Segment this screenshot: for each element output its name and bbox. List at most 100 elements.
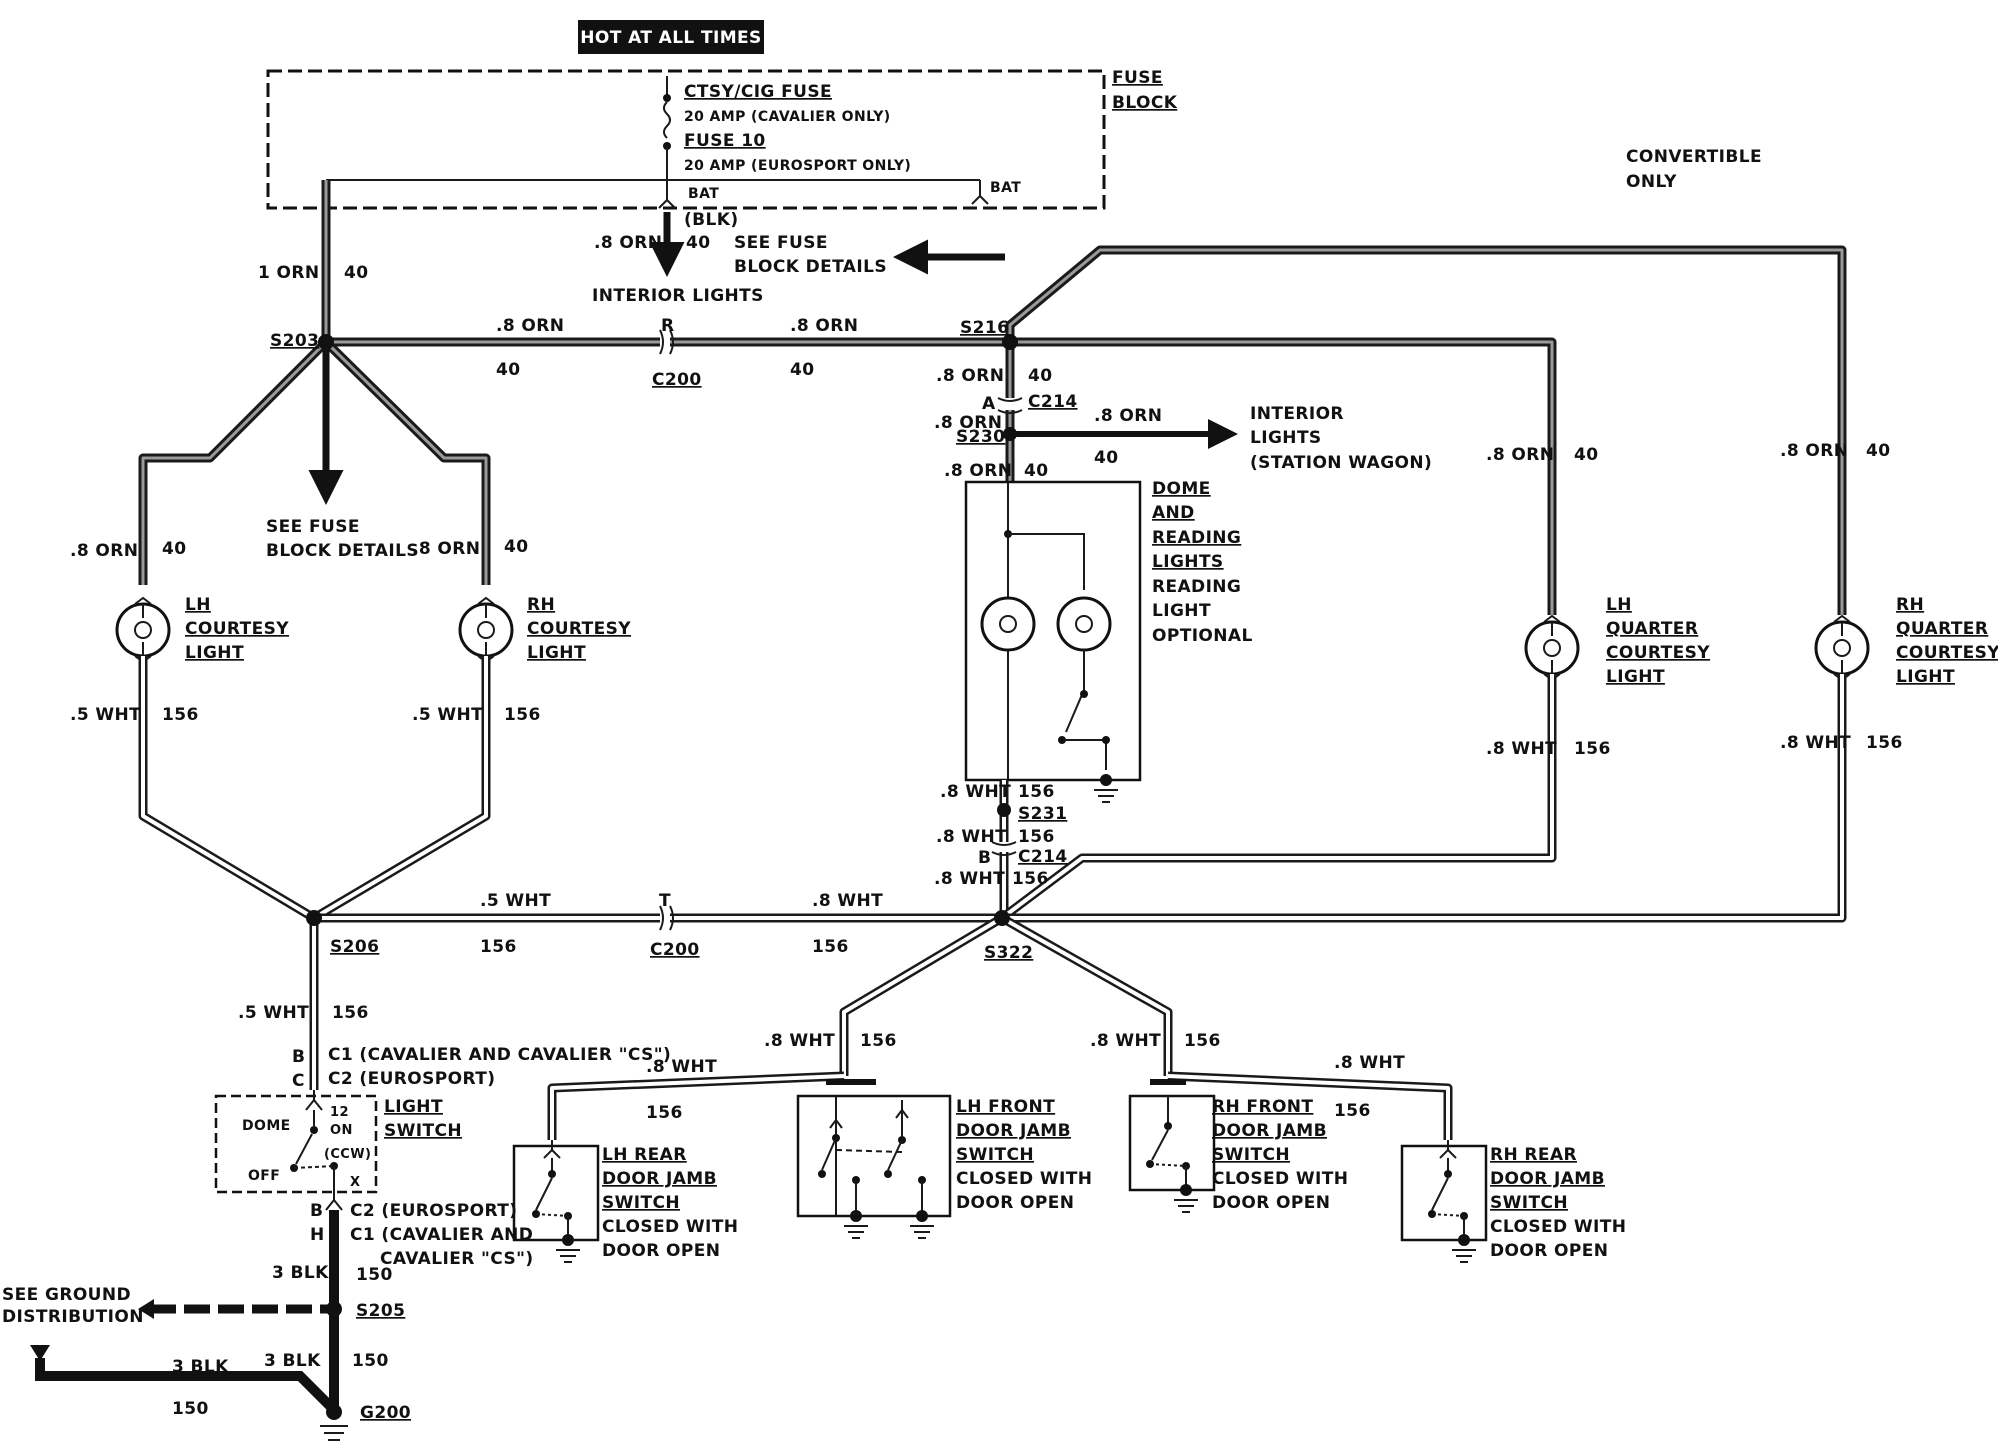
splice-s203	[318, 334, 334, 350]
svg-text:LH FRONT: LH FRONT	[956, 1097, 1055, 1117]
wire-label: 156	[646, 1103, 683, 1123]
fuse-block-label-1: FUSE	[1112, 68, 1163, 88]
wire-label: 3 BLK	[272, 1263, 329, 1283]
bat-label-2: BAT	[990, 180, 1021, 196]
splice-s322	[994, 910, 1010, 926]
wire-label: .8 WHT	[934, 869, 1005, 889]
svg-text:SWITCH: SWITCH	[1490, 1193, 1568, 1213]
wire-label: .5 WHT	[238, 1003, 309, 1023]
wire-label: 40	[790, 360, 814, 380]
s231-label: S231	[1018, 804, 1067, 824]
c2-eurosport-label: C2 (EUROSPORT)	[328, 1069, 495, 1089]
see-ground-1: SEE GROUND	[2, 1285, 131, 1305]
svg-text:QUARTER: QUARTER	[1896, 619, 1988, 639]
wire-label: 156	[332, 1003, 369, 1023]
wire-label: 40	[1094, 448, 1118, 468]
wire-label: 156	[1866, 733, 1903, 753]
g200-label: G200	[360, 1403, 411, 1423]
hot-label: HOT AT ALL TIMES	[580, 28, 761, 48]
wire-label: 156	[1012, 869, 1049, 889]
fuse2-rating: 20 AMP (EUROSPORT ONLY)	[684, 158, 911, 174]
c2-eurosport-label-2: C2 (EUROSPORT)	[350, 1201, 517, 1221]
wire-label: .8 ORN	[944, 461, 1012, 481]
interior-sw-3: (STATION WAGON)	[1250, 453, 1432, 473]
wire-label: .8 WHT	[1780, 733, 1851, 753]
wire-label: 156	[1184, 1031, 1221, 1051]
convertible-label-2: ONLY	[1626, 172, 1677, 192]
svg-text:READING: READING	[1152, 577, 1241, 597]
s206-label: S206	[330, 937, 379, 957]
svg-text:QUARTER: QUARTER	[1606, 619, 1698, 639]
s230-label: S230	[956, 427, 1005, 447]
wht-circuit-156	[138, 656, 1847, 1140]
wire-label: .5 WHT	[412, 705, 483, 725]
c214-label-b: C214	[1018, 847, 1068, 867]
wire-label: 40	[504, 537, 528, 557]
svg-text:RH FRONT: RH FRONT	[1212, 1097, 1313, 1117]
wire-blk-paren: (BLK)	[684, 210, 739, 230]
svg-text:COURTESY: COURTESY	[527, 619, 631, 639]
c1-cavalier-label: C1 (CAVALIER AND CAVALIER "CS")	[328, 1045, 671, 1065]
wire-label: .8 ORN	[594, 233, 662, 253]
light-switch-label-2: SWITCH	[384, 1121, 462, 1141]
connector-c200-orn	[659, 329, 674, 355]
s322-label: S322	[984, 943, 1033, 963]
wire-label: .8 WHT	[764, 1031, 835, 1051]
connector-c214-b	[991, 841, 1017, 856]
wire-label: .8 WHT	[940, 782, 1011, 802]
wire-label: .8 WHT	[1334, 1053, 1405, 1073]
svg-text:CLOSED WITH: CLOSED WITH	[602, 1217, 738, 1237]
interior-sw-1: INTERIOR	[1250, 404, 1344, 424]
wire-label: .8 ORN	[1780, 441, 1848, 461]
wire-label: 156	[1018, 782, 1055, 802]
wire-label: 40	[162, 539, 186, 559]
dome-reading-lights	[964, 480, 1142, 803]
rh-front-switch-label: RH FRONT DOOR JAMB SWITCH CLOSED WITH DO…	[1212, 1097, 1348, 1213]
rh-courtesy-lamp	[458, 596, 514, 664]
c1-cavalier-label-2b: CAVALIER "CS")	[380, 1249, 534, 1269]
s203-label: S203	[270, 331, 319, 351]
wire-label: 3 BLK	[172, 1357, 229, 1377]
hot-at-all-times-badge: HOT AT ALL TIMES	[578, 20, 764, 54]
wire-label: 156	[812, 937, 849, 957]
ls-12: 12	[330, 1105, 349, 1120]
pin-t: T	[659, 891, 671, 911]
fuse1-name: CTSY/CIG FUSE	[684, 82, 832, 102]
rh-quarter-label: RH QUARTER COURTESY LIGHT	[1896, 595, 1998, 687]
svg-text:DOOR OPEN: DOOR OPEN	[956, 1193, 1074, 1213]
bat-label-1: BAT	[688, 186, 719, 202]
ground-g200	[326, 1404, 342, 1420]
svg-text:COURTESY: COURTESY	[1606, 643, 1710, 663]
svg-text:DOME: DOME	[1152, 479, 1211, 499]
svg-text:CLOSED WITH: CLOSED WITH	[956, 1169, 1092, 1189]
interior-lights-ref: INTERIOR LIGHTS	[592, 286, 764, 306]
lh-front-switch-label: LH FRONT DOOR JAMB SWITCH CLOSED WITH DO…	[956, 1097, 1092, 1213]
wire-label: .8 ORN	[412, 539, 480, 559]
pin-h-c1: H	[310, 1225, 325, 1245]
lh-quarter-label: LH QUARTER COURTESY LIGHT	[1606, 595, 1710, 687]
wire-label: 1 ORN	[258, 263, 320, 283]
svg-text:DOOR JAMB: DOOR JAMB	[956, 1121, 1071, 1141]
pin-b-c2: B	[310, 1201, 323, 1221]
wire-label: .8 WHT	[646, 1057, 717, 1077]
interior-sw-2: LIGHTS	[1250, 428, 1322, 448]
svg-text:LH: LH	[1606, 595, 1632, 615]
ls-on: ON	[330, 1123, 353, 1138]
dome-label: DOME AND READING LIGHTS READING LIGHT OP…	[1152, 479, 1252, 646]
wire-label: .8 WHT	[1090, 1031, 1161, 1051]
light-switch	[214, 1090, 378, 1194]
svg-text:CLOSED WITH: CLOSED WITH	[1212, 1169, 1348, 1189]
svg-text:LIGHT: LIGHT	[1606, 667, 1665, 687]
wire-label: 156	[504, 705, 541, 725]
wire-label: 40	[344, 263, 368, 283]
svg-text:DOOR JAMB: DOOR JAMB	[1212, 1121, 1327, 1141]
splice-s206	[306, 910, 322, 926]
svg-text:DOOR OPEN: DOOR OPEN	[1212, 1193, 1330, 1213]
convertible-label-1: CONVERTIBLE	[1626, 147, 1762, 167]
wire-label: 150	[356, 1265, 393, 1285]
svg-text:LH: LH	[185, 595, 211, 615]
wire-label: .8 ORN	[1486, 445, 1554, 465]
wire-label: 40	[1028, 366, 1052, 386]
